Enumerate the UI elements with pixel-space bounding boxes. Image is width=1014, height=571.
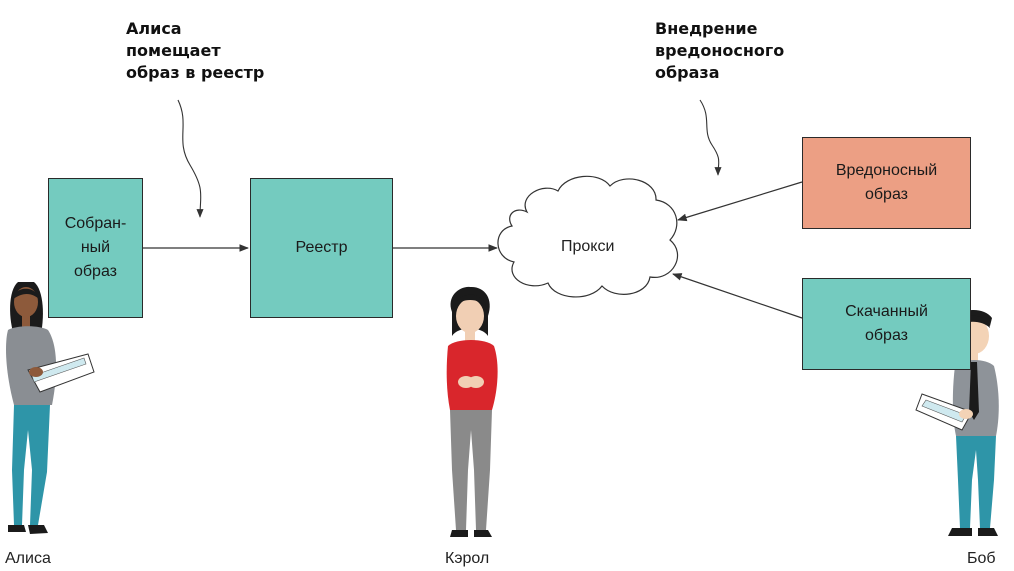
annotation-arrow-alice: [177, 99, 204, 218]
downloaded-image-box: Скачанный образ: [802, 278, 971, 370]
injection-annotation: Внедрение вредоносного образа: [655, 19, 785, 82]
bob-label: Боб: [967, 550, 996, 567]
built-image-box: Собран- ный образ: [48, 178, 143, 318]
built-image-label: Собран- ный образ: [64, 215, 127, 280]
arrow-malicious-to-proxy: [677, 181, 803, 222]
registry-label: Реестр: [295, 239, 348, 256]
carol-figure: [446, 286, 498, 537]
alice-pushes-annotation: Алиса помещает образ в реестр: [126, 19, 265, 82]
registry-box: Реестр: [250, 178, 393, 318]
carol-label: Кэрол: [445, 550, 490, 567]
annotation-arrow-injection: [699, 99, 722, 176]
downloaded-image-label: Скачанный образ: [845, 303, 928, 344]
malicious-image-label: Вредоносный образ: [835, 162, 938, 203]
malicious-image-box: Вредоносный образ: [802, 137, 971, 229]
alice-figure: [6, 282, 95, 534]
arrow-proxy-to-downloaded: [672, 273, 803, 319]
proxy-cloud: [497, 175, 679, 298]
alice-label: Алиса: [5, 550, 51, 567]
proxy-label: Прокси: [561, 238, 615, 255]
